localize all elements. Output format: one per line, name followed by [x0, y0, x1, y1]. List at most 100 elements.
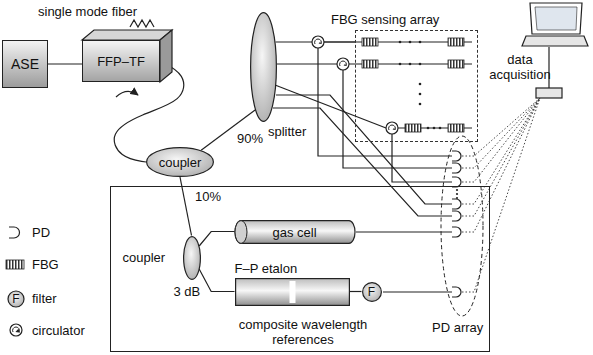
fiber-label: single mode fiber — [38, 4, 137, 19]
daq-label: data acquisition — [484, 52, 556, 82]
coupler-ellipse-outline — [147, 148, 214, 177]
ellipsis-dots — [419, 41, 422, 44]
legend-sample — [10, 324, 22, 336]
source-name: ASE — [11, 57, 39, 72]
photodetector — [452, 151, 461, 161]
legend-text: filter — [32, 291, 57, 306]
fbg-grating — [362, 38, 464, 132]
sensing-array-region: FBG sensing array — [355, 30, 478, 142]
gas-cell-end — [235, 220, 247, 243]
ellipsis-dots — [399, 41, 458, 199]
filter-symbol: F — [12, 292, 20, 307]
ellipsis-dots — [433, 127, 436, 130]
ellipsis-dots — [456, 189, 458, 191]
light-source-box: ASE — [2, 40, 48, 88]
fbg-grating — [448, 60, 464, 68]
fbg-grating — [362, 38, 378, 46]
split-ratio: 3 dB — [174, 284, 201, 299]
etalon: F–P etalon — [235, 278, 350, 306]
ellipsis-dots — [427, 127, 430, 130]
photodetector — [462, 98, 540, 168]
fiber — [277, 63, 337, 64]
coupler-ellipse-outline — [183, 236, 200, 279]
ellipsis-dots — [419, 63, 422, 66]
fbg-grating — [362, 60, 378, 68]
ellipsis-dots — [419, 93, 422, 96]
gas-cell: gas cell — [235, 220, 355, 244]
legend-text: circulator — [32, 323, 85, 338]
photodetector — [452, 287, 461, 297]
circulator-symbol — [337, 58, 349, 70]
ellipsis-dots — [409, 63, 412, 66]
fiber — [343, 70, 452, 168]
gas-cell-body — [235, 220, 355, 243]
legend-sample — [6, 260, 24, 269]
photodetector — [462, 98, 540, 216]
filter-circle: F — [362, 282, 382, 302]
photodetector — [462, 98, 540, 232]
fiber — [276, 95, 452, 204]
fiber — [356, 231, 452, 232]
photodetector — [462, 98, 540, 156]
module-title: composite wavelength references — [223, 317, 383, 347]
photodetector — [462, 98, 540, 182]
splitter-name: splitter — [268, 124, 306, 139]
circulator-symbol — [386, 122, 398, 134]
coupler-name: coupler — [159, 155, 202, 170]
legend-sample — [9, 227, 20, 238]
tunable-filter-box: FFP–TF — [82, 40, 160, 82]
photodetector — [452, 199, 461, 209]
filter-name: FFP–TF — [97, 54, 145, 69]
fiber-connector — [350, 291, 362, 292]
etalon-shape — [235, 278, 350, 306]
fiber — [383, 291, 452, 292]
photodetector — [462, 98, 540, 204]
tunable-filter-body — [116, 91, 138, 97]
legend-sample — [8, 291, 24, 307]
fiber-connector — [199, 269, 234, 292]
tunable-filter-body — [160, 30, 172, 82]
array-title: FBG sensing array — [331, 12, 439, 27]
fbg-grating — [448, 124, 464, 132]
gas-cell-name: gas cell — [272, 224, 316, 239]
ellipsis-dots — [439, 127, 442, 130]
fiber-connector — [48, 63, 82, 64]
fbg-grating — [405, 124, 421, 132]
photodetector — [452, 211, 461, 221]
etalon-gap — [289, 281, 295, 303]
etalon-body — [235, 278, 349, 305]
etalon-name: F–P etalon — [235, 261, 298, 276]
laptop — [522, 3, 588, 98]
legend-sample — [6, 227, 24, 336]
laptop — [536, 88, 562, 98]
coupler-ellipse-shape — [183, 236, 201, 280]
ellipsis-dots — [419, 83, 422, 86]
filter-symbol: F — [368, 284, 375, 299]
laptop — [522, 36, 588, 46]
coupler-name: coupler — [123, 250, 166, 265]
tunable-filter-body — [82, 30, 172, 40]
fiber — [275, 85, 386, 128]
laptop — [530, 3, 582, 34]
photodetector — [452, 163, 461, 173]
laptop — [535, 7, 577, 30]
ellipsis-dots — [456, 193, 458, 195]
ellipsis-dots — [409, 41, 412, 44]
fiber-connector — [199, 232, 234, 247]
fbg-grating — [448, 38, 464, 46]
legend-text: PD — [32, 225, 50, 240]
coupler-ellipse: coupler — [146, 147, 214, 177]
photodetector — [452, 227, 461, 237]
fiber — [318, 48, 452, 156]
split-ratio: 90% — [236, 131, 264, 146]
ellipsis-dots — [399, 63, 402, 66]
tunable-filter-body — [130, 20, 154, 27]
split-ratio: 10% — [194, 189, 222, 204]
photodetector — [462, 98, 540, 292]
ellipsis-dots — [399, 41, 402, 44]
splitter-ellipse: splitter — [250, 12, 277, 122]
filter-circle-outline — [362, 282, 381, 301]
splitter-ellipse-outline — [251, 13, 277, 122]
